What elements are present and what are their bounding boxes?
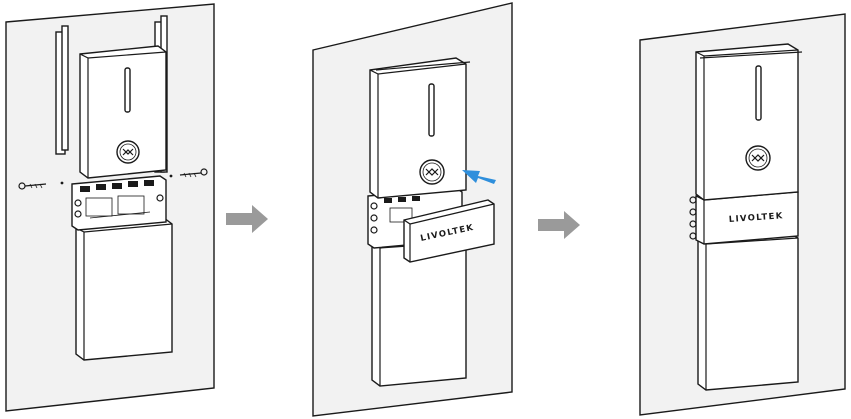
wiring-compartment: [71, 175, 167, 231]
step-2-panel: LIVOLTEK: [312, 2, 513, 417]
inverter-1: [79, 45, 167, 179]
inverter-3: [695, 43, 803, 201]
step-3-panel: LIVOLTEK: [639, 13, 846, 416]
cover-panel-installed: LIVOLTEK: [695, 187, 799, 245]
arrow-right-icon: [226, 205, 268, 233]
screw-icon: [18, 181, 64, 190]
logo-icon: [745, 145, 771, 171]
arrow-right-icon: [538, 211, 580, 239]
step-1-panel: [5, 3, 215, 412]
inverter-2: [369, 57, 471, 199]
brand-label: LIVOLTEK: [729, 211, 784, 225]
cover-panel: LIVOLTEK: [403, 199, 495, 263]
battery-module-1: [75, 217, 173, 361]
screw-icon: [169, 168, 208, 178]
battery-module-3: [697, 231, 799, 391]
logo-icon: [419, 159, 445, 185]
push-arrow-icon: [462, 170, 496, 184]
